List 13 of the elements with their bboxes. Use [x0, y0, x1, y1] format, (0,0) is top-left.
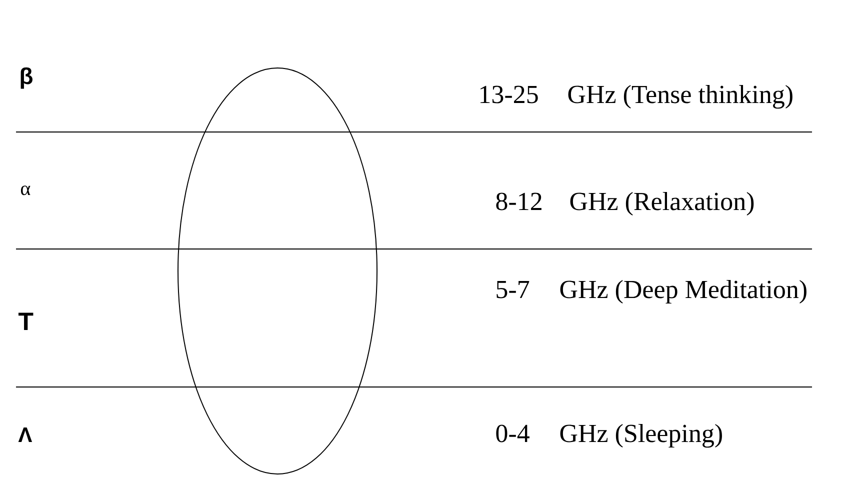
band-description: GHz (Relaxation) — [570, 192, 754, 216]
frequency-range: 8-12 — [496, 192, 542, 210]
frequency-range: 13-25 — [480, 86, 538, 104]
greek-letter: Λ — [18, 428, 32, 442]
band-description: GHz (Sleeping) — [560, 424, 722, 448]
frequency-range: 5-7 — [496, 280, 530, 298]
frequency-range: 0-4 — [496, 424, 530, 442]
band-description: GHz (Deep Meditation) — [560, 280, 806, 304]
ellipse — [178, 68, 378, 474]
band-description: GHz (Tense thinking) — [568, 84, 792, 109]
greek-letter: α — [20, 186, 30, 196]
greek-letter: T — [18, 312, 34, 330]
greek-letter: β — [20, 67, 32, 89]
